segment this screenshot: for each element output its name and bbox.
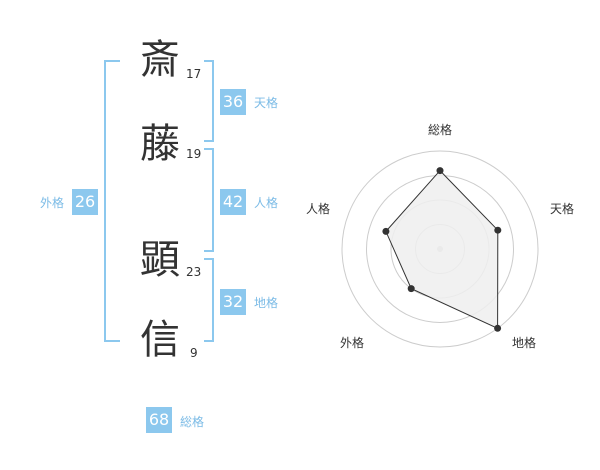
radar-labels: 総格 天格 地格 外格 人格 [306, 122, 574, 350]
stroke-count-1: 17 [186, 67, 202, 81]
tenkaku-bracket [204, 60, 214, 142]
name-char-3: 顕 [140, 237, 180, 283]
radar-point-5 [382, 227, 390, 235]
chikaku-label: 地格 [254, 296, 279, 310]
stroke-count-2: 19 [186, 147, 202, 161]
tenkaku-label: 天格 [254, 96, 279, 110]
radar-point-1 [436, 167, 444, 175]
soukaku-badge: 68 [146, 407, 172, 433]
radar-point-2 [494, 226, 502, 234]
stroke-count-3: 23 [186, 265, 202, 279]
radar-label-chikaku: 地格 [512, 335, 536, 350]
radar-label-gaikaku: 外格 [340, 335, 364, 350]
jinkaku-label: 人格 [254, 196, 279, 210]
name-char-1: 斎 [140, 37, 180, 83]
soukaku-label: 総格 [180, 415, 205, 429]
gaikaku-label: 外格 [40, 196, 65, 210]
chikaku-badge: 32 [220, 289, 246, 315]
gaikaku-badge: 26 [72, 189, 98, 215]
gaikaku-bracket [104, 60, 120, 342]
radar-grid-ring-1 [341, 150, 539, 348]
radar-point-3 [494, 324, 502, 332]
name-char-4: 信 [140, 317, 180, 363]
radar-points [382, 167, 502, 332]
tenkaku-badge: 36 [220, 89, 246, 115]
radar-point-4 [407, 285, 415, 293]
radar-label-soukaku: 総格 [428, 122, 452, 137]
radar-label-jinkaku: 人格 [306, 201, 330, 216]
radar-label-tenkaku: 天格 [550, 201, 574, 216]
jinkaku-badge: 42 [220, 189, 246, 215]
chikaku-bracket [204, 258, 214, 342]
stroke-count-4: 9 [190, 346, 198, 360]
radar-area [385, 169, 499, 330]
name-char-2: 藤 [140, 121, 180, 167]
jinkaku-bracket [204, 148, 214, 252]
